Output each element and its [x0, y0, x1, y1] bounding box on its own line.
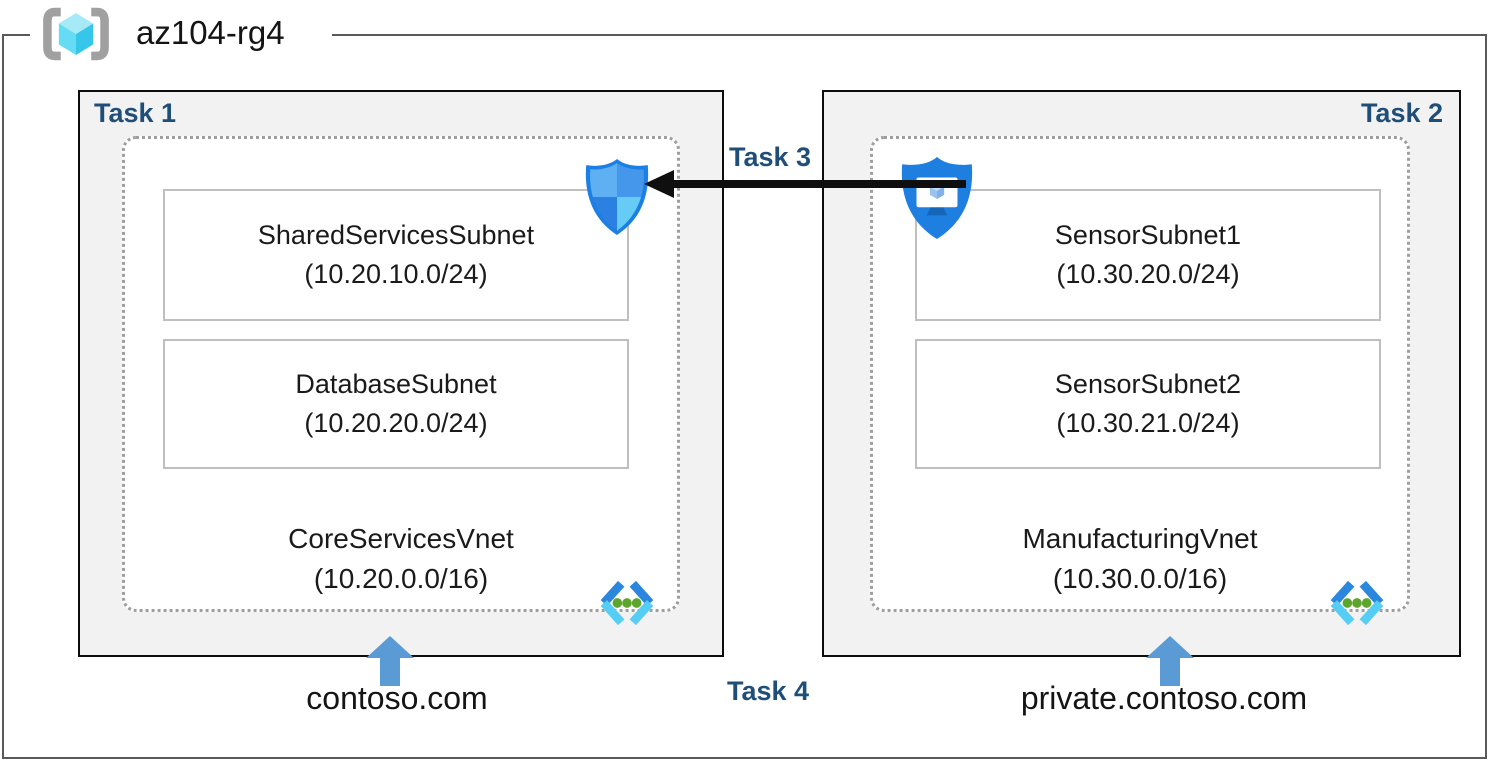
vnet-caption: ManufacturingVnet (10.30.0.0/16): [873, 519, 1407, 599]
resource-group-name: az104-rg4: [136, 14, 285, 51]
subnet-cidr: (10.30.21.0/24): [1056, 408, 1240, 438]
subnet-name: SensorSubnet1: [1054, 219, 1242, 250]
private-dns-zone-label: private.contoso.com: [1020, 680, 1308, 716]
subnet-name: SensorSubnet2: [1054, 368, 1242, 399]
resource-group-border-gap: [30, 32, 332, 40]
vnet-name: ManufacturingVnet: [1022, 523, 1258, 554]
resource-group-icon: [36, 4, 116, 64]
task3-label: Task 3: [728, 142, 812, 172]
shared-services-subnet: SharedServicesSubnet (10.20.10.0/24): [163, 189, 629, 321]
task1-label: Task 1: [94, 98, 177, 128]
task2-label: Task 2: [1360, 98, 1443, 128]
subnet-name: SharedServicesSubnet: [257, 219, 535, 250]
vnet-cidr: (10.20.0.0/16): [313, 562, 489, 594]
subnet-name: DatabaseSubnet: [295, 368, 497, 399]
database-subnet: DatabaseSubnet (10.20.20.0/24): [163, 339, 629, 469]
sensor-subnet-2: SensorSubnet2 (10.30.21.0/24): [915, 339, 1381, 469]
subnet-cidr: (10.20.20.0/24): [304, 408, 488, 438]
dns-zone-label: contoso.com: [306, 680, 488, 716]
subnet-cidr: (10.30.20.0/24): [1056, 259, 1240, 289]
up-arrow-icon: [1146, 636, 1194, 686]
subnet-cidr: (10.20.10.0/24): [304, 259, 488, 289]
virtual-network-icon: [595, 577, 659, 629]
task2-box: Task 2 SensorSubnet1 (10.30.20.0/24) Sen…: [822, 90, 1461, 657]
task4-label: Task 4: [726, 676, 810, 706]
virtual-network-icon: [1325, 577, 1389, 629]
left-arrow-icon: [644, 166, 966, 202]
vnet-caption: CoreServicesVnet (10.20.0.0/16): [125, 519, 677, 599]
task1-box: Task 1 SharedServicesSubnet (10.20.10.0/…: [78, 90, 724, 657]
sensor-subnet-1: SensorSubnet1 (10.30.20.0/24): [915, 189, 1381, 321]
up-arrow-icon: [366, 636, 414, 686]
nsg-shield-icon: [584, 158, 650, 236]
resource-group-border: [2, 34, 1487, 759]
vnet-cidr: (10.30.0.0/16): [1052, 562, 1228, 594]
core-services-vnet: SharedServicesSubnet (10.20.10.0/24) Dat…: [122, 136, 680, 626]
vnet-name: CoreServicesVnet: [288, 523, 514, 554]
bastion-shield-monitor-icon: [900, 156, 974, 240]
